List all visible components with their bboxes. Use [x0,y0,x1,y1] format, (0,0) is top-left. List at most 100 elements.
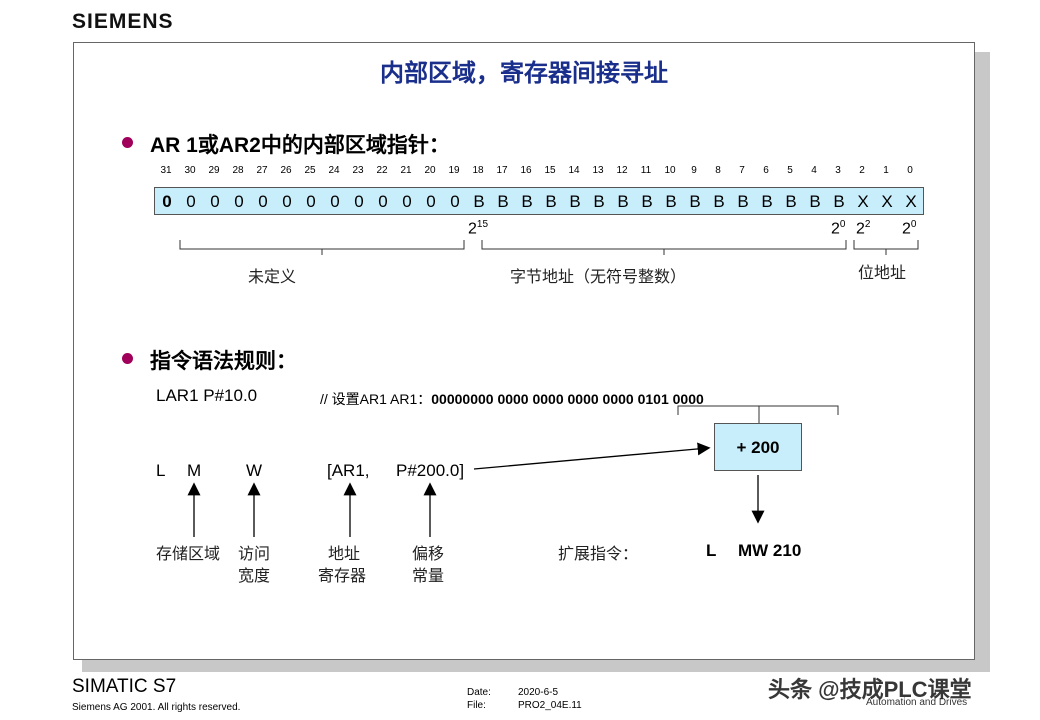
register-bit-25: 0 [306,192,316,211]
power-2-0-bit: 20 [902,219,917,238]
register-bit-11: B [641,192,653,211]
result-L: L [706,541,717,560]
bit-number-6: 6 [763,165,769,176]
bit-number-27: 27 [256,165,268,176]
register-bit-8: B [713,192,725,211]
power-2-0-byte: 20 [831,219,846,238]
footer-file-value: PRO2_04E.11 [518,700,582,711]
bracket-bit-address [853,240,919,255]
bit-number-5: 5 [787,165,793,176]
slide-title: 内部区域，寄存器间接寻址 [380,58,668,87]
code-M: M [187,461,202,480]
bit-number-3: 3 [835,165,841,176]
bit-number-19: 19 [448,165,460,176]
register-bit-5: B [785,192,797,211]
bracket-undefined [179,240,465,255]
bullet-icon [122,353,133,364]
code-L: L [156,461,166,480]
register-bit-3: B [833,192,845,211]
watermark-text: 头条 @技成PLC课堂 [768,677,972,702]
footer-date-label: Date: [467,687,491,698]
register-bit-29: 0 [210,192,220,211]
result-mw210: MW 210 [738,541,802,560]
register-bit-17: B [497,192,509,211]
siemens-logo: SIEMENS [72,10,174,33]
footer-product: SIMATIC S7 [72,676,177,697]
footer-division: Automation and Drives [866,697,968,708]
label-extended-instruction: 扩展指令： [558,544,639,563]
register-bit-31: 0 [162,192,172,211]
bit-number-4: 4 [811,165,817,176]
register-bit-21: 0 [402,192,412,211]
bit-number-21: 21 [400,165,412,176]
code-W: W [246,461,263,480]
code-ar1: [AR1, [327,461,370,480]
bit-number-26: 26 [280,165,292,176]
label-undefined: 未定义 [248,267,297,286]
footer-date-value: 2020-6-5 [518,687,559,698]
footer-copyright: Siemens AG 2001. All rights reserved. [72,702,241,713]
register-bit-9: B [689,192,701,211]
footer-file-label: File: [467,700,486,711]
bracket-comment-bits [677,405,839,423]
register-bit-16: B [521,192,533,211]
bit-number-17: 17 [496,165,508,176]
register-bit-4: B [809,192,821,211]
register-bit-0: X [905,192,917,211]
add-200-box: + 200 [714,423,802,471]
bracket-byte-address [481,240,847,255]
bit-number-11: 11 [640,165,652,176]
section2-heading: 指令语法规则： [150,350,297,373]
register-bit-18: B [473,192,485,211]
bit-number-24: 24 [328,165,340,176]
instruction-comment: // 设置AR1 AR1：00000000 0000 0000 0000 000… [320,391,704,407]
bit-number-2: 2 [859,165,865,176]
register-bit-7: B [737,192,749,211]
label-access-width-1: 访问 [238,544,271,563]
bit-number-8: 8 [715,165,721,176]
label-address-1: 地址 [328,544,361,563]
bit-number-25: 25 [304,165,316,176]
bit-number-0: 0 [907,165,913,176]
bit-number-7: 7 [739,165,745,176]
label-storage-area: 存储区域 [156,544,221,563]
register-bit-24: 0 [330,192,340,211]
register-bit-28: 0 [234,192,244,211]
label-bit-address: 位地址 [858,263,907,282]
register-bit-10: B [665,192,677,211]
register-bit-26: 0 [282,192,292,211]
bit-number-22: 22 [376,165,388,176]
register-bit-14: B [569,192,581,211]
code-offset: P#200.0] [396,461,465,480]
bit-number-9: 9 [691,165,697,176]
register-bit-30: 0 [186,192,196,211]
register-bit-22: 0 [378,192,388,211]
label-offset-1: 偏移 [412,544,445,563]
power-2-15: 215 [468,219,489,238]
bit-number-16: 16 [520,165,532,176]
register-bit-12: B [617,192,629,211]
bit-number-15: 15 [544,165,556,176]
arrow-offset-to-box [473,442,711,470]
bit-number-31: 31 [160,165,172,176]
bit-number-28: 28 [232,165,244,176]
register-bit-27: 0 [258,192,268,211]
register-bit-13: B [593,192,605,211]
register-bit-19: 0 [450,192,460,211]
bit-number-12: 12 [616,165,628,176]
bit-number-29: 29 [208,165,220,176]
register-bit-6: B [761,192,773,211]
label-byte-address: 字节地址（无符号整数） [510,267,687,286]
instruction-lar1: LAR1 P#10.0 [156,386,258,405]
bit-number-13: 13 [592,165,604,176]
bit-number-14: 14 [568,165,580,176]
register-bit-2: X [857,192,869,211]
power-2-2: 22 [856,219,871,238]
label-address-2: 寄存器 [318,566,367,585]
bit-number-20: 20 [424,165,436,176]
label-offset-2: 常量 [412,566,445,585]
register-bit-15: B [545,192,557,211]
bit-number-1: 1 [883,165,889,176]
